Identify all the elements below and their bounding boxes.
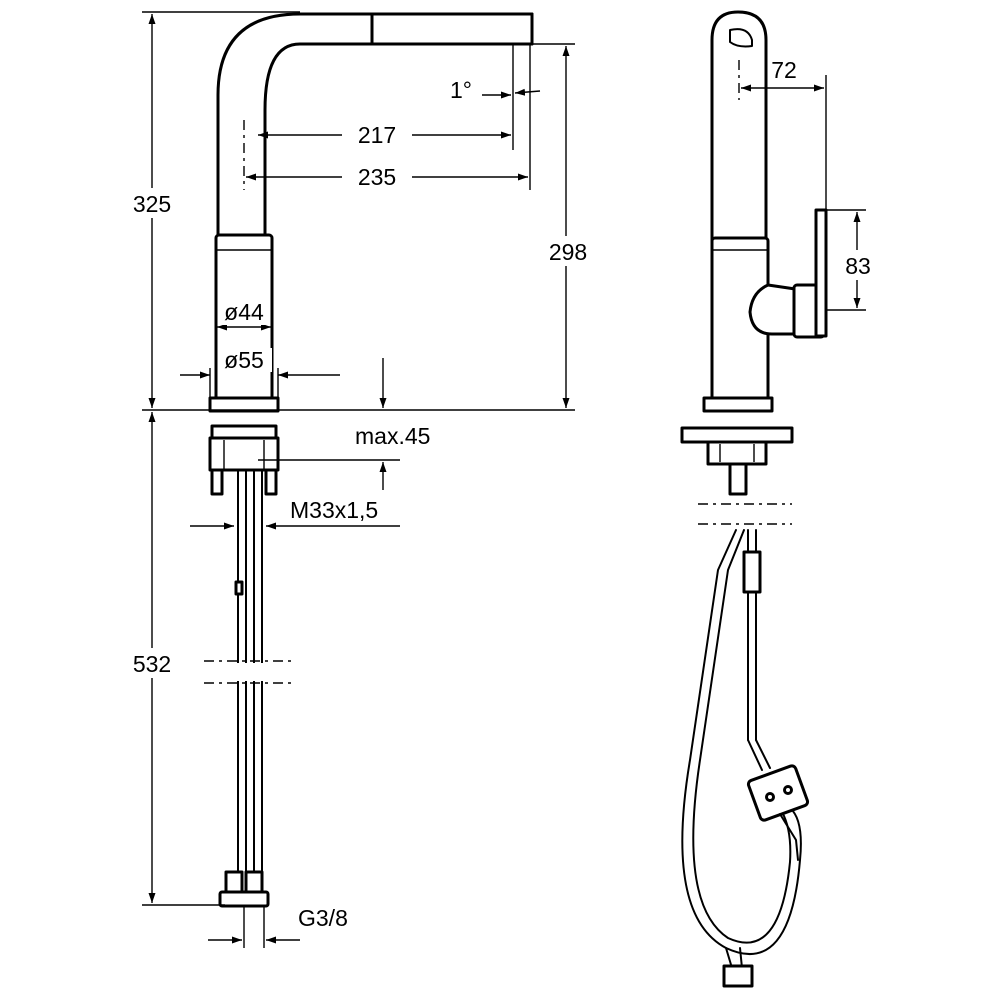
side-view	[680, 10, 828, 988]
height-total-label: 325	[133, 191, 171, 217]
diameter-body-label: ø44	[224, 299, 264, 325]
max-counter-thickness-label: max.45	[355, 423, 430, 449]
diameter-base-label: ø55	[224, 347, 264, 373]
thread-label: M33x1,5	[290, 497, 378, 523]
below-counter-label: 532	[133, 651, 171, 677]
side-view-dimensions: 72 83	[741, 57, 880, 311]
side-lever	[748, 283, 804, 336]
lever-height-label: 83	[845, 253, 871, 279]
mounting-hardware	[208, 424, 280, 496]
spout-reach-inner-label: 217	[358, 122, 396, 148]
spout-reach-outer-label: 235	[358, 164, 396, 190]
connection-label: G3/8	[298, 905, 348, 931]
side-hoses	[681, 529, 810, 988]
side-spout	[710, 10, 768, 242]
spray-head-groove	[370, 12, 534, 46]
spout-angle-label: 1°	[450, 77, 472, 103]
outlet-height-label: 298	[549, 239, 587, 265]
faucet-base	[208, 396, 280, 413]
side-mounting-plate	[680, 426, 794, 444]
hose-connectors	[218, 870, 270, 908]
lever-offset-label: 72	[771, 57, 797, 83]
front-view-dimensions: 325 532 217 235 1° 298 ø44 ø55	[126, 11, 596, 948]
